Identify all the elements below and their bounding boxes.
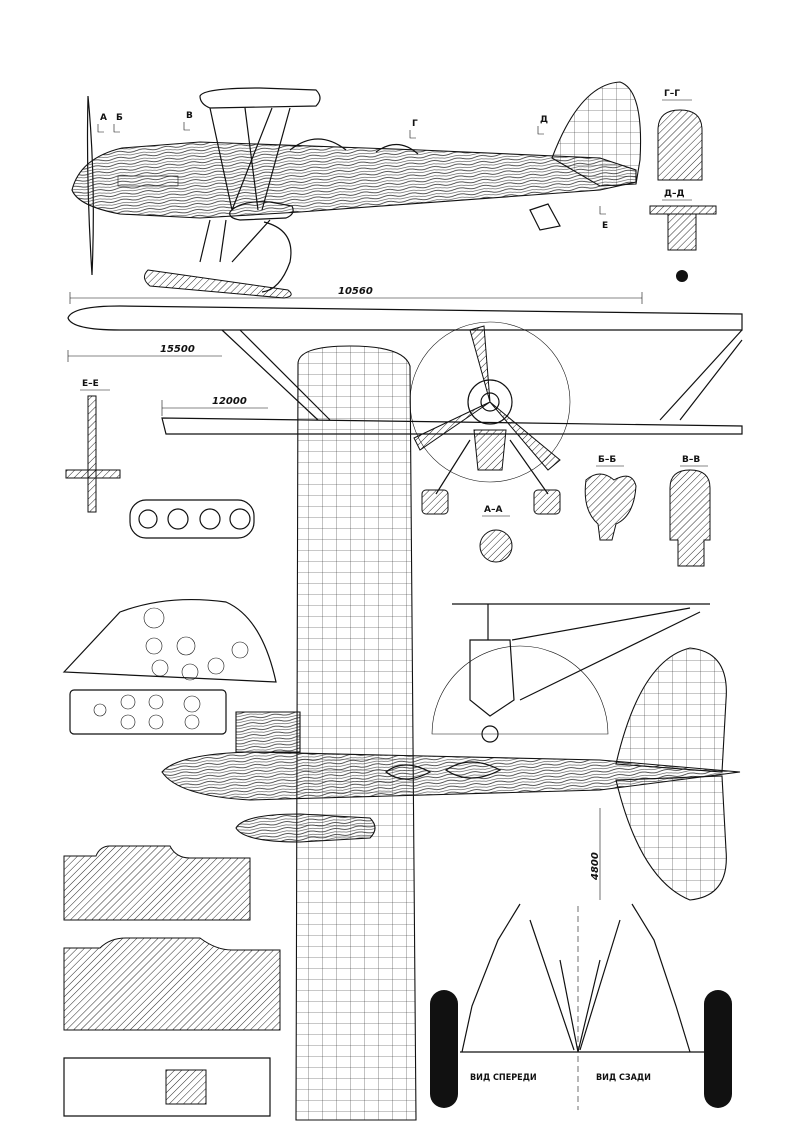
section-v-v-title: В–В — [682, 455, 700, 465]
section-g-g-profile — [657, 109, 703, 181]
front-view: 15500 12000 — [67, 305, 743, 515]
engine-cowl-front — [467, 379, 513, 425]
tail-skid — [529, 203, 561, 231]
ski-rear-right — [704, 990, 732, 1108]
section-mark-g: Г — [412, 119, 418, 129]
cutaway-frames — [63, 845, 281, 1117]
section-mark-a: А — [100, 113, 107, 123]
plan-stabilizer-upper — [615, 647, 727, 773]
gauge-icon — [229, 508, 251, 530]
section-mark-v: В — [186, 111, 193, 121]
plan-stabilizer-lower — [615, 775, 727, 901]
gauge-icon — [138, 509, 158, 529]
ski-front-left — [430, 990, 458, 1108]
cutaway-frame-1 — [63, 845, 251, 921]
plan-ski — [235, 813, 376, 843]
section-d-d-post — [667, 213, 697, 251]
length-dimension-line — [69, 292, 643, 304]
propeller-blades — [413, 325, 561, 471]
wheel-fairing — [261, 221, 292, 293]
plan-cockpit-rear — [444, 761, 502, 779]
propeller-blade — [86, 95, 94, 276]
front-gear-legs — [435, 439, 549, 495]
section-v-v-profile — [669, 469, 711, 567]
section-d-d: Д–Д — [649, 189, 717, 282]
side-lower-wing — [229, 201, 294, 221]
section-a-a-profile — [479, 529, 513, 563]
upper-span-dimension: 15500 — [160, 344, 195, 355]
instrument-panel-main — [62, 598, 277, 735]
cockpit-front — [289, 138, 347, 151]
exhaust-ports — [117, 175, 179, 187]
front-view-caption: ВИД СПЕРЕДИ — [470, 1073, 537, 1083]
instrument-panel-small — [129, 499, 255, 539]
plan-view: 4800 — [161, 345, 741, 1121]
section-b-b: Б–Б — [584, 455, 637, 541]
section-mark-b: Б — [116, 113, 123, 123]
section-e-e-crossbar — [65, 469, 121, 479]
side-upper-wing — [199, 87, 321, 109]
spinner — [480, 392, 500, 412]
section-e-e: Е–Е — [65, 379, 121, 513]
section-d-d-wheel — [676, 270, 688, 282]
length-dimension: 10560 — [338, 286, 373, 297]
section-d-d-title: Д–Д — [664, 189, 685, 199]
mount-shock-strut — [469, 639, 515, 717]
side-tail-fin — [551, 81, 642, 187]
gauge-icon — [167, 508, 189, 530]
main-ski — [144, 269, 292, 299]
mount-braces — [487, 604, 701, 701]
cutaway-frame-2 — [63, 937, 281, 1031]
ski-gear-views: ВИД СПЕРЕДИ ВИД СЗАДИ — [430, 903, 732, 1110]
plan-fuselage — [161, 751, 741, 801]
front-lower-wing — [161, 417, 743, 435]
landing-gear-legs — [199, 219, 271, 263]
front-upper-wing — [67, 305, 743, 331]
section-b-b-title: Б–Б — [598, 455, 616, 465]
section-e-e-strut — [87, 395, 97, 513]
section-v-v: В–В — [669, 455, 711, 567]
section-a-a: А–А — [479, 505, 513, 563]
section-d-d-spar — [649, 205, 717, 215]
side-fuselage — [71, 141, 637, 219]
front-ski-left — [421, 489, 449, 515]
interplane-struts — [221, 329, 743, 421]
section-mark-e: Е — [602, 221, 608, 231]
section-mark-d: Д — [540, 115, 548, 125]
section-g-g-title: Г–Г — [664, 89, 680, 99]
cutaway-frame-3 — [63, 1057, 271, 1117]
cabane-struts — [209, 107, 291, 211]
mount-pivot — [481, 725, 499, 743]
plan-upper-wing — [295, 345, 417, 1121]
rear-view-caption: ВИД СЗАДИ — [596, 1073, 651, 1083]
plan-cockpit-front — [385, 764, 432, 780]
section-g-g: Г–Г — [657, 89, 703, 181]
section-a-a-title: А–А — [484, 505, 502, 515]
cockpit-rear — [375, 143, 419, 155]
gauge-icon — [199, 508, 221, 530]
radiator — [473, 429, 507, 471]
lower-span-dimension-line — [161, 400, 268, 416]
cutaway-seat — [165, 1069, 207, 1105]
section-e-e-title: Е–Е — [82, 379, 99, 389]
plan-lower-wing-root — [235, 711, 301, 753]
side-view: А Б В Г Д Е 10560 — [69, 81, 643, 304]
front-ski-right — [533, 489, 561, 515]
section-b-b-profile — [584, 473, 637, 541]
mount-arc — [431, 645, 609, 735]
engine-mount-detail — [431, 603, 710, 743]
tail-span-dimension: 4800 — [590, 852, 601, 881]
lower-span-dimension: 12000 — [212, 396, 247, 407]
upper-span-dimension-line — [67, 350, 222, 362]
rear-gear-struts — [577, 903, 691, 1053]
front-gear-struts — [461, 903, 579, 1053]
